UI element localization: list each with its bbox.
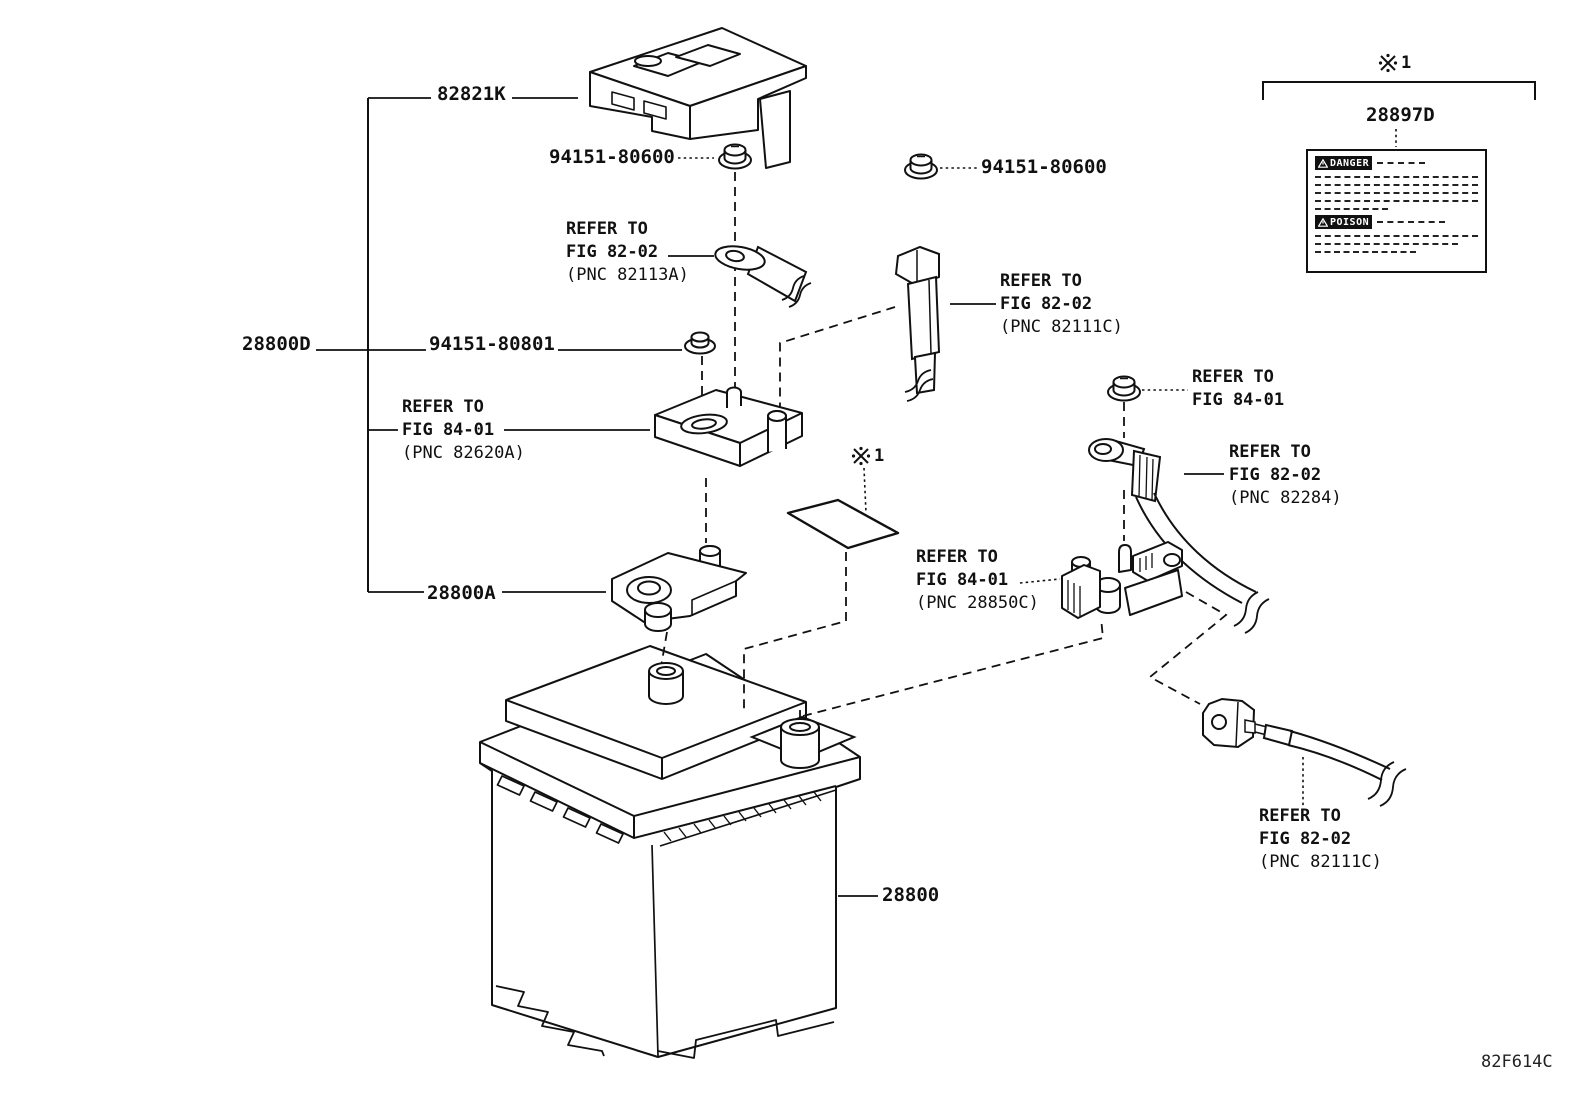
ref-note-28850c: REFER TO FIG 84-01 (PNC 28850C) xyxy=(916,546,1039,615)
poison-badge: POISON xyxy=(1315,215,1373,229)
part-label-caution-plate: 28897D xyxy=(1366,104,1435,126)
ref-line: FIG 84-01 xyxy=(1192,390,1285,410)
ref-line-pnc: (PNC 82284) xyxy=(1229,488,1342,508)
part-label-battery-assembly: 28800D xyxy=(242,333,311,355)
poison-row: POISON xyxy=(1315,215,1478,229)
footnote-marker-top: 1 xyxy=(1378,53,1411,73)
ref-line-pnc: (PNC 82111C) xyxy=(1000,317,1123,337)
ref-line: REFER TO xyxy=(1000,271,1082,291)
ref-line-pnc: (PNC 28850C) xyxy=(916,593,1039,613)
fuse-block-cover-82821k-drawing xyxy=(589,27,807,169)
battery-28800-drawing xyxy=(479,645,861,1059)
leader-lines-solid xyxy=(316,97,1224,897)
battery-clamp-28850c-drawing xyxy=(1061,541,1183,619)
figure-code: 82F614C xyxy=(1481,1052,1553,1072)
flange-nut-94151-80600-left-drawing xyxy=(718,143,752,170)
part-label-battery: 28800 xyxy=(882,884,940,906)
footnote-number: 1 xyxy=(874,446,885,466)
ref-note-82111c-lower: REFER TO FIG 82-02 (PNC 82111C) xyxy=(1259,805,1382,874)
part-label-fuse-block-cover: 82821K xyxy=(437,83,506,105)
poison-text: POISON xyxy=(1330,216,1370,228)
ref-line: FIG 82-02 xyxy=(1259,829,1352,849)
grommet-94151-80801-drawing xyxy=(684,331,716,355)
label-text-line xyxy=(1377,162,1426,164)
warning-triangle-icon xyxy=(1318,158,1328,168)
label-text-line xyxy=(1315,176,1478,178)
danger-row: DANGER xyxy=(1315,156,1478,170)
ref-note-82111c-upper: REFER TO FIG 82-02 (PNC 82111C) xyxy=(1000,270,1123,339)
ref-line: REFER TO xyxy=(916,547,998,567)
warning-triangle-icon xyxy=(1318,217,1328,227)
positive-cable-terminal-82111c-drawing xyxy=(894,245,941,402)
ref-line: FIG 82-02 xyxy=(566,242,659,262)
footnote-marker-middle: 1 xyxy=(851,446,884,466)
ref-line: REFER TO xyxy=(402,397,484,417)
label-text-line xyxy=(1315,184,1478,186)
battery-posts-drawing xyxy=(648,662,857,769)
ref-line-pnc: (PNC 82620A) xyxy=(402,443,525,463)
ref-line: FIG 82-02 xyxy=(1229,465,1322,485)
ring-terminal-82113a-drawing xyxy=(714,245,812,308)
part-label-grommet-nut: 94151-80801 xyxy=(429,333,555,355)
label-text-line xyxy=(1377,221,1446,223)
part-label-nut-right: 94151-80600 xyxy=(981,156,1107,178)
ref-note-82113a: REFER TO FIG 82-02 (PNC 82113A) xyxy=(566,218,689,287)
label-text-line xyxy=(1315,200,1478,202)
ref-line-pnc: (PNC 82111C) xyxy=(1259,852,1382,872)
leader-lines-dotted xyxy=(678,129,1397,806)
battery-sensor-82620a-drawing xyxy=(654,386,803,467)
ref-line: FIG 84-01 xyxy=(402,420,495,440)
ref-line: REFER TO xyxy=(1192,367,1274,387)
caution-sticker-drawing xyxy=(786,498,900,550)
label-text-line xyxy=(1315,235,1478,237)
label-text-line xyxy=(1315,192,1478,194)
ref-note-82620a: REFER TO FIG 84-01 (PNC 82620A) xyxy=(402,396,525,465)
ref-line: REFER TO xyxy=(1259,806,1341,826)
part-label-nut-left: 94151-80600 xyxy=(549,146,675,168)
ref-line: FIG 84-01 xyxy=(916,570,1009,590)
battery-warning-label: DANGER POISON xyxy=(1306,149,1487,273)
ref-line: REFER TO xyxy=(566,219,648,239)
reference-mark-icon xyxy=(1378,53,1398,73)
footnote-number: 1 xyxy=(1401,53,1412,73)
reference-mark-icon xyxy=(851,446,871,466)
label-text-line xyxy=(1315,208,1389,210)
ref-line: REFER TO xyxy=(1229,442,1311,462)
part-label-terminal-assembly: 28800A xyxy=(427,582,496,604)
label-text-line xyxy=(1315,251,1417,253)
label-text-line xyxy=(1315,243,1459,245)
ref-line: FIG 82-02 xyxy=(1000,294,1093,314)
danger-text: DANGER xyxy=(1330,157,1370,169)
flange-nut-fig8401-drawing xyxy=(1107,375,1141,402)
grouping-bracket-lines xyxy=(367,81,1536,592)
positive-cable-connector-82111c-drawing xyxy=(1202,697,1407,807)
ref-note-8401-nut: REFER TO FIG 84-01 xyxy=(1192,366,1284,412)
negative-terminal-28800a-drawing xyxy=(611,545,747,632)
earth-cable-82284-drawing xyxy=(1088,438,1270,634)
ref-line-pnc: (PNC 82113A) xyxy=(566,265,689,285)
ref-note-82284: REFER TO FIG 82-02 (PNC 82284) xyxy=(1229,441,1342,510)
danger-badge: DANGER xyxy=(1315,156,1373,170)
flange-nut-94151-80600-right-drawing xyxy=(904,153,938,180)
